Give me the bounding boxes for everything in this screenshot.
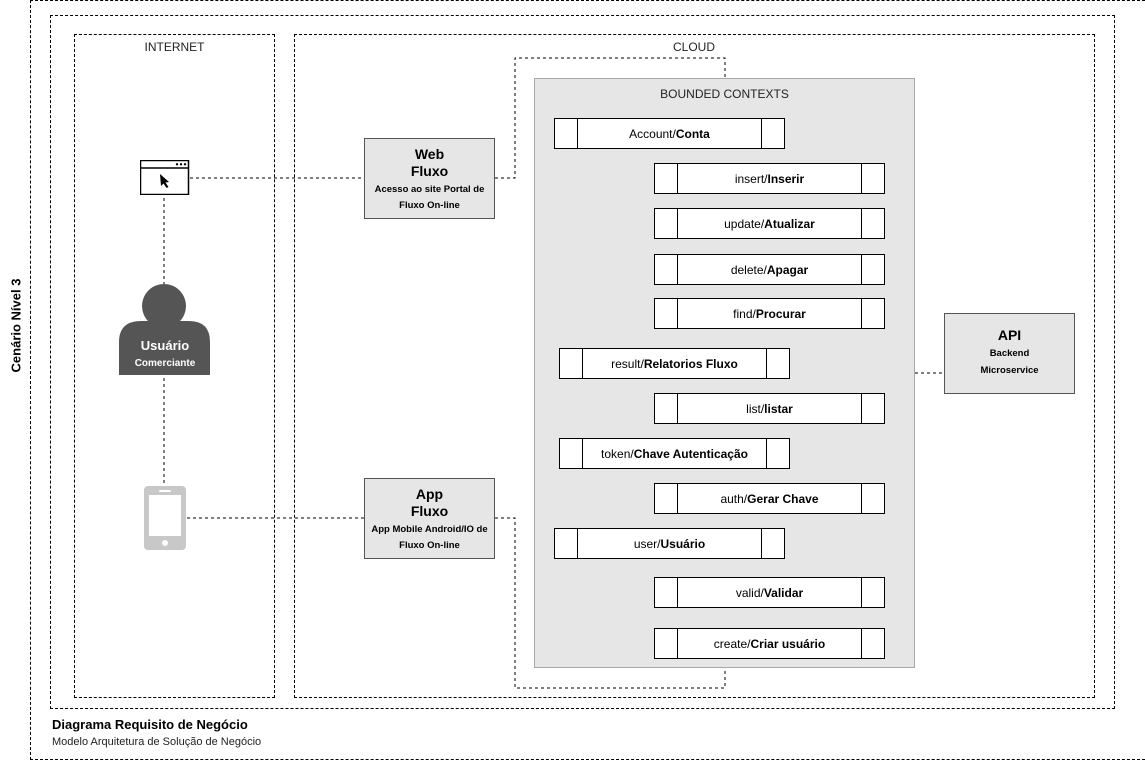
context-token-label: Chave Autenticação — [633, 446, 748, 461]
user-actor-icon — [119, 284, 211, 375]
context-result: result/Relatorios Fluxo — [559, 348, 790, 379]
browser-window-icon — [139, 159, 190, 196]
context-user: user/Usuário — [554, 528, 785, 559]
context-delete: delete/Apagar — [654, 254, 885, 285]
api-box-title: API — [997, 327, 1022, 343]
web-box-sub-2: Fluxo On-line — [399, 200, 460, 211]
outer-frame — [30, 0, 1145, 760]
cloud-zone-title: CLOUD — [672, 40, 715, 54]
context-find: find/Procurar — [654, 298, 885, 329]
context-create-label: Criar usuário — [750, 636, 826, 651]
context-account: Account/Conta — [554, 118, 785, 149]
context-valid-prefix: valid/ — [735, 585, 764, 600]
context-find-label: Procurar — [755, 306, 806, 321]
context-create-prefix: create/ — [713, 636, 751, 651]
app-box-title-2: Fluxo — [410, 503, 449, 519]
context-valid-label: Validar — [763, 585, 804, 600]
context-delete-label: Apagar — [766, 262, 809, 277]
footer-subtitle: Modelo Arquitetura de Solução de Negócio — [52, 736, 262, 748]
context-list-prefix: list/ — [746, 401, 765, 416]
api-box: API Backend Microservice — [944, 313, 1075, 394]
web-fluxo-box: Web Fluxo Acesso ao site Portal de Fluxo… — [364, 138, 495, 219]
context-update-label: Atualizar — [764, 216, 815, 231]
context-update-prefix: update/ — [724, 216, 765, 231]
context-list-label: listar — [764, 401, 793, 416]
app-fluxo-box: App Fluxo App Mobile Android/IO de Fluxo… — [364, 478, 495, 559]
context-token-prefix: token/ — [601, 446, 634, 461]
context-insert-label: Inserir — [767, 171, 805, 186]
api-box-sub-2: Microservice — [980, 365, 1039, 376]
context-create: create/Criar usuário — [654, 628, 885, 659]
mobile-phone-icon — [144, 486, 187, 550]
context-auth: auth/Gerar Chave — [654, 483, 885, 514]
context-update: update/Atualizar — [654, 208, 885, 239]
app-box-sub-2: Fluxo On-line — [399, 540, 460, 551]
web-box-title-1: Web — [414, 146, 445, 162]
web-box-title-2: Fluxo — [410, 163, 449, 179]
cloud-zone — [294, 34, 1095, 698]
diagram-frame — [50, 15, 1115, 709]
footer-title: Diagrama Requisito de Negócio — [52, 717, 248, 732]
bounded-contexts-title: BOUNDED CONTEXTS — [660, 87, 789, 101]
context-valid: valid/Validar — [654, 577, 885, 608]
context-list: list/listar — [654, 393, 885, 424]
context-token: token/Chave Autenticação — [559, 438, 790, 469]
web-box-sub-1: Acesso ao site Portal de — [374, 184, 485, 195]
context-account-label: Conta — [675, 126, 710, 141]
context-auth-label: Gerar Chave — [747, 491, 819, 506]
context-insert: insert/Inserir — [654, 163, 885, 194]
context-delete-prefix: delete/ — [730, 262, 767, 277]
internet-zone-title: INTERNET — [144, 40, 205, 54]
internet-zone — [74, 34, 275, 698]
context-user-prefix: user/ — [633, 536, 661, 551]
app-box-title-1: App — [415, 486, 444, 502]
context-insert-prefix: insert/ — [734, 171, 768, 186]
context-find-prefix: find/ — [733, 306, 756, 321]
context-user-label: Usuário — [660, 536, 706, 551]
api-box-sub-1: Backend — [989, 348, 1030, 359]
context-result-label: Relatorios Fluxo — [643, 356, 738, 371]
context-auth-prefix: auth/ — [720, 491, 748, 506]
context-result-prefix: result/ — [611, 356, 644, 371]
actor-role: Comerciante — [134, 358, 196, 369]
actor-name: Usuário — [140, 338, 190, 353]
app-box-sub-1: App Mobile Android/IO de — [371, 524, 488, 535]
context-account-prefix: Account/ — [629, 126, 676, 141]
